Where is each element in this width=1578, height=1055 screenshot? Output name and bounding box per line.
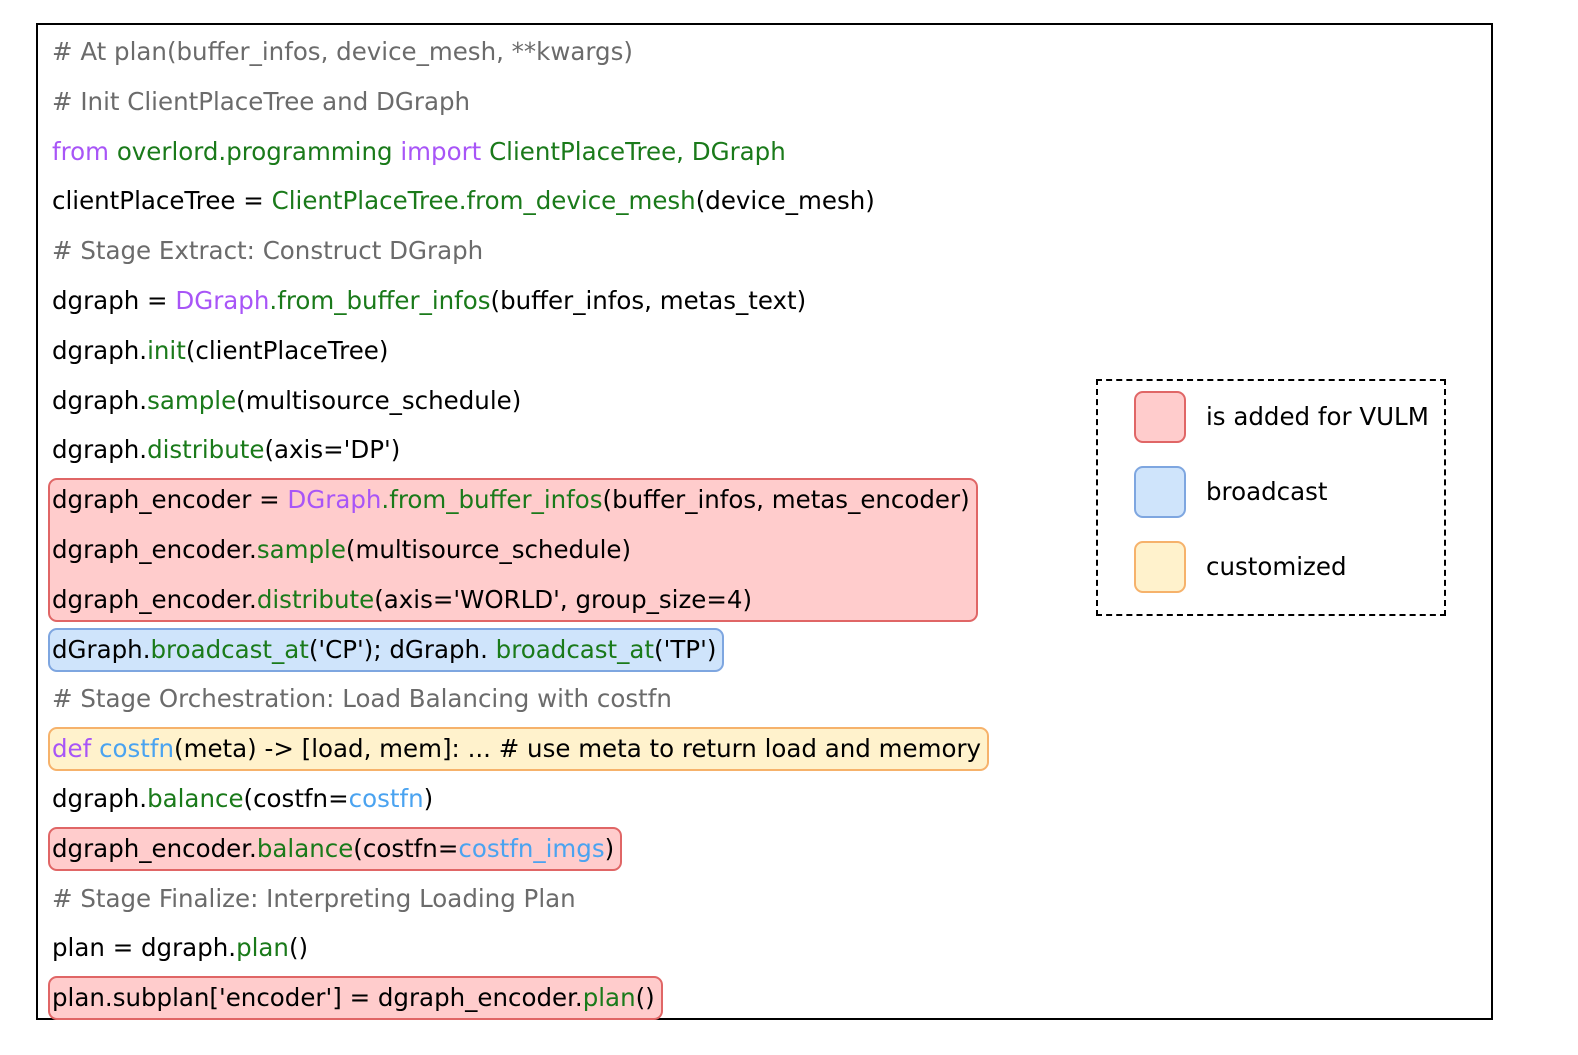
code-token: plan = dgraph. [52,933,237,963]
code-token: plan.subplan['encoder'] = dgraph_encoder… [52,983,583,1013]
code-line: dgraph.balance(costfn=costfn) [52,782,433,816]
code-token: dgraph_encoder. [52,584,257,614]
code-token: init [147,335,186,365]
code-token: .from_buffer_infos [381,485,603,515]
code-token: sample [147,385,237,415]
code-token: # Stage Finalize: Interpreting Loading P… [52,883,576,913]
code-token: ) [604,833,615,863]
legend-swatch-yellow [1134,541,1186,593]
code-token: sample [256,535,346,564]
code-token: dgraph. [52,784,148,813]
code-line: dgraph.distribute(axis='DP') [52,433,400,467]
code-token: # Init ClientPlaceTree and DGraph [52,86,471,116]
code-token: dgraph_encoder = [52,485,288,515]
code-token: (multisource_schedule) [345,535,632,564]
code-token: dgraph. [52,335,148,365]
code-token: () [288,933,309,963]
code-token: costfn [99,734,175,764]
code-line: dgraph = DGraph.from_buffer_infos(buffer… [52,284,806,318]
code-token: (multisource_schedule) [236,385,522,415]
code-token: distribute [256,584,375,614]
code-token: costfn_imgs [458,833,605,863]
legend: is added for VULM broadcast customized [1096,379,1446,616]
legend-swatch-blue [1134,466,1186,518]
code-line: dgraph_encoder.sample(multisource_schedu… [52,533,631,567]
code-token: dgraph = [52,286,176,315]
code-line: # At plan(buffer_infos, device_mesh, **k… [52,35,633,69]
code-token: broadcast_at [495,634,655,664]
highlight-box-yellow [48,727,989,772]
code-token: (axis='WORLD', group_size=4) [374,584,753,614]
code-line: plan.subplan['encoder'] = dgraph_encoder… [52,981,655,1015]
code-token: plan [236,933,289,963]
highlight-box-red [48,478,978,622]
code-token: dgraph. [52,385,148,415]
code-token: # Stage Orchestration: Load Balancing wi… [52,684,672,714]
legend-label-added: is added for VULM [1206,402,1429,431]
code-line: # Stage Orchestration: Load Balancing wi… [52,682,672,716]
code-line: dGraph.broadcast_at('CP'); dGraph. broad… [52,633,716,667]
legend-swatch-red [1134,391,1186,443]
highlight-box-blue [48,627,724,672]
code-token: # Stage Extract: Construct DGraph [52,236,484,266]
code-token: balance [147,784,244,813]
code-token: clientPlaceTree = [52,186,272,216]
code-line: # Stage Extract: Construct DGraph [52,234,483,268]
code-token: dGraph. [52,634,151,664]
code-token: (buffer_infos, metas_text) [490,286,807,315]
code-line: # Stage Finalize: Interpreting Loading P… [52,882,576,916]
code-token: (device_mesh) [695,186,875,216]
code-token [91,734,99,763]
code-token: (clientPlaceTree) [185,335,389,365]
code-line: dgraph_encoder = DGraph.from_buffer_info… [52,483,970,517]
code-token: plan [582,983,636,1013]
highlight-box-red [48,826,622,871]
code-token: (costfn= [353,833,459,863]
code-line: plan = dgraph.plan() [52,931,308,965]
code-line: dgraph.init(clientPlaceTree) [52,334,388,368]
code-token: () [635,983,655,1013]
highlight-box-red [48,976,663,1021]
code-token: dgraph_encoder. [52,833,257,863]
code-token: ) [423,784,434,813]
code-frame [36,23,1493,1020]
code-line: from overlord.programming import ClientP… [52,135,786,169]
code-token [109,137,117,166]
code-token: (buffer_infos, metas_encoder) [602,485,970,515]
code-line: # Init ClientPlaceTree and DGraph [52,85,470,119]
code-line: dgraph_encoder.balance(costfn=costfn_img… [52,832,614,866]
code-token: ClientPlaceTree, DGraph [489,136,786,166]
code-token: DGraph [175,286,270,315]
code-token: balance [256,833,354,863]
code-token: overlord.programming [116,136,393,166]
code-token: .from_buffer_infos [269,286,491,315]
code-token: from [52,136,110,166]
code-token [481,137,489,166]
legend-label-broadcast: broadcast [1206,477,1328,506]
code-token: DGraph [287,485,382,515]
code-line: dgraph.sample(multisource_schedule) [52,384,521,418]
code-token: import [400,136,482,166]
code-token: (axis='DP') [264,435,401,465]
code-line: clientPlaceTree = ClientPlaceTree.from_d… [52,184,875,218]
code-token: ('CP'); dGraph. [308,634,496,664]
code-token: dgraph_encoder. [52,535,257,564]
code-token: (meta) -> [load, mem]: ... # use meta to… [174,734,982,764]
code-token: distribute [147,435,265,465]
code-token: (costfn= [243,784,349,813]
code-token: ClientPlaceTree.from_device_mesh [271,186,696,216]
code-token: costfn [348,784,424,813]
code-token: # At plan(buffer_infos, device_mesh, **k… [52,37,633,66]
code-line: def costfn(meta) -> [load, mem]: ... # u… [52,732,981,766]
code-line: dgraph_encoder.distribute(axis='WORLD', … [52,583,752,617]
code-token: ('TP') [654,634,717,664]
code-token: dgraph. [52,435,148,465]
legend-label-customized: customized [1206,552,1347,581]
code-token: broadcast_at [150,634,309,664]
code-token: def [52,734,92,764]
